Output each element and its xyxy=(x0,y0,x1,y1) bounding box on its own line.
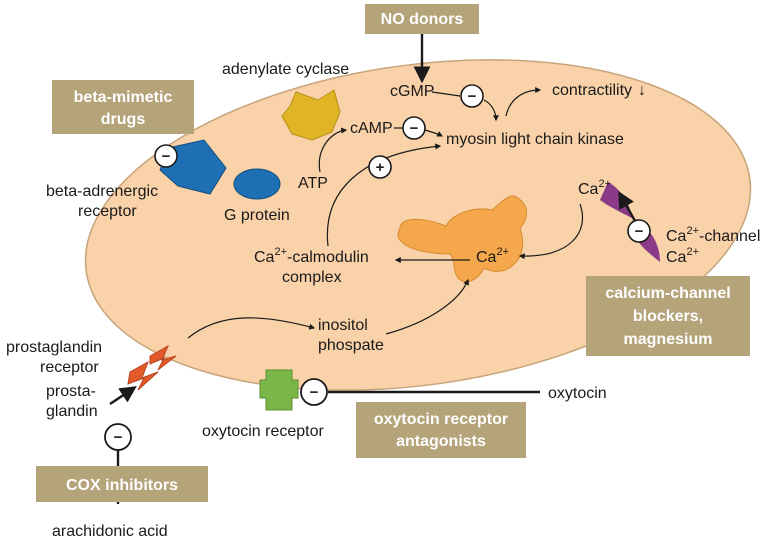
oxytocin-antagonists-line2: antagonists xyxy=(396,433,486,450)
inositol-label-line1: inositol xyxy=(318,317,368,334)
svg-text:−: − xyxy=(162,148,171,165)
oxytocin-label: oxytocin xyxy=(548,385,607,402)
calmodulin-to-mlck-arrow xyxy=(326,143,442,247)
cox-inhibitors-label: COX inhibitors xyxy=(66,477,178,494)
ca-extracellular-label: Ca2+ xyxy=(666,246,699,266)
calcium-blockers-line1: calcium-channel xyxy=(605,285,730,302)
cox-inhibitors-box: COX inhibitors xyxy=(36,466,208,502)
camp-minus-sign: − xyxy=(402,116,426,140)
beta-receptor-label-line1: beta-adrenergic xyxy=(46,183,158,200)
cgmp-minus-sign: − xyxy=(460,84,484,108)
ca-channel-label: Ca2+-channel xyxy=(666,225,760,245)
arachidonic-acid-label: arachidonic acid xyxy=(52,523,168,540)
mlck-to-contractility-arrow xyxy=(505,87,542,117)
decrease-arrow: ↓ xyxy=(638,82,646,99)
inositol-label-line2: phospate xyxy=(318,337,384,354)
atp-label: ATP xyxy=(298,175,328,192)
oxytocin-minus-sign: − xyxy=(300,378,328,406)
calcium-blockers-line2: blockers, xyxy=(633,308,703,325)
atp-to-camp-arrow xyxy=(318,127,348,173)
adenylate-cyclase-label: adenylate cyclase xyxy=(222,61,349,78)
calcium-channel-blockers-box: calcium-channel blockers, magnesium xyxy=(586,276,750,356)
prostaglandin-label-line2: glandin xyxy=(46,403,98,420)
inositol-to-sr-arrow xyxy=(385,278,469,335)
no-donors-box: NO donors xyxy=(365,4,479,34)
contractility-label: contractility↓ xyxy=(552,82,646,99)
calcium-blockers-line3: magnesium xyxy=(624,331,713,348)
beta-mimetic-label-line1: beta-mimetic xyxy=(74,89,173,106)
cgmp-inhibit-line xyxy=(431,91,461,97)
cgmp-to-mlck-arrow xyxy=(483,99,499,122)
cox-minus-sign: − xyxy=(104,423,132,451)
sarcoplasmic-reticulum xyxy=(397,195,527,283)
oxytocin-antagonists-line1: oxytocin receptor xyxy=(374,411,508,428)
cgmp-label: cGMP xyxy=(390,83,434,100)
beta-mimetic-label-line2: drugs xyxy=(101,111,146,128)
adenylate-cyclase-enzyme xyxy=(281,89,341,141)
no-donors-label: NO donors xyxy=(381,11,464,28)
oxytocin-antagonists-box: oxytocin receptor antagonists xyxy=(356,402,526,458)
camp-to-mlck-arrow xyxy=(424,129,444,137)
ca-calmodulin-label-line1: Ca2+-calmodulin xyxy=(254,246,369,266)
beta-mimetic-drugs-box: beta-mimetic drugs xyxy=(52,80,194,134)
ca-intracellular-label: Ca2+ xyxy=(578,178,611,198)
prostaglandin-label-line1: prosta- xyxy=(46,383,96,400)
beta-receptor-label-line2: receptor xyxy=(78,203,137,220)
ca-calmodulin-label-line2: complex xyxy=(282,269,342,286)
mlck-label: myosin light chain kinase xyxy=(446,131,624,148)
svg-text:−: − xyxy=(410,120,419,137)
pg-receptor-label-line2: receptor xyxy=(40,359,99,376)
ca-in-sr-label: Ca2+ xyxy=(476,246,509,266)
receptor-to-inositol-arrow xyxy=(187,317,316,339)
oxytocin-receptor-shape xyxy=(259,369,299,411)
channel-minus-sign: − xyxy=(627,219,651,243)
svg-text:+: + xyxy=(376,159,385,176)
svg-text:−: − xyxy=(310,384,319,401)
channel-to-sr-arrow xyxy=(518,203,584,260)
oxytocin-receptor-label: oxytocin receptor xyxy=(202,423,325,440)
svg-text:−: − xyxy=(635,223,644,240)
calmodulin-plus-sign: + xyxy=(368,155,392,179)
svg-text:−: − xyxy=(468,88,477,105)
prostaglandin-arrow xyxy=(109,386,137,405)
g-protein-shape xyxy=(233,168,281,200)
camp-label: cAMP xyxy=(350,120,393,137)
pg-receptor-label-line1: prostaglandin xyxy=(6,339,102,356)
prostaglandin-receptor-shape xyxy=(127,344,177,391)
beta-minus-sign: − xyxy=(154,144,178,168)
g-protein-label: G protein xyxy=(224,207,290,224)
svg-text:−: − xyxy=(114,429,123,446)
